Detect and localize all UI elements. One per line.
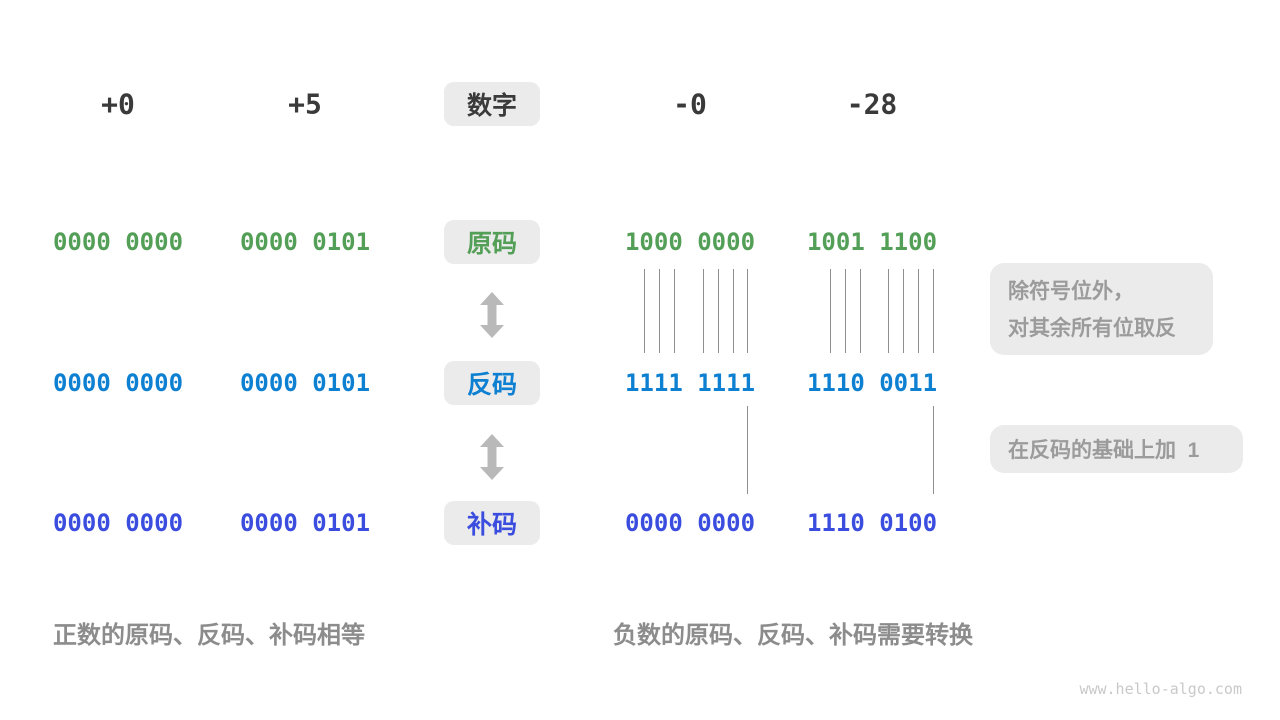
note-add-one: 在反码的基础上加 1 [990,425,1243,473]
bit-connector-line [860,269,861,353]
sign-magnitude-value-plus-five: 0000 0101 [239,228,371,256]
header-number-minus-zero: -0 [673,87,707,121]
bit-connector-line [733,269,734,353]
caption-negative-numbers: 负数的原码、反码、补码需要转换 [613,622,973,649]
bit-connector-line [718,269,719,353]
badge-sign-magnitude: 原码 [444,220,540,264]
up-down-arrow-icon [480,434,504,480]
twos-complement-value-minus-28: 1110 0100 [806,509,938,537]
header-number-minus-28: -28 [846,87,898,121]
note-invert-bits-line1: 除符号位外， [1008,280,1134,303]
twos-complement-value-plus-zero: 0000 0000 [52,509,184,537]
badge-twos-complement: 补码 [444,501,540,545]
bit-connector-line [747,269,748,353]
bit-connector-line [659,269,660,353]
bit-connector-line [918,269,919,353]
bit-connector-line [703,269,704,353]
sign-magnitude-value-minus-28: 1001 1100 [806,228,938,256]
header-number-plus-zero: +0 [101,87,135,121]
bit-connector-line [888,269,889,353]
badge-ones-complement: 反码 [444,361,540,405]
note-invert-bits-line2: 对其余所有位取反 [1008,317,1176,340]
ones-complement-value-plus-five: 0000 0101 [239,369,371,397]
bit-connector-line [644,269,645,353]
twos-complement-value-plus-five: 0000 0101 [239,509,371,537]
bit-connector-line [845,269,846,353]
header-number-plus-five: +5 [288,87,322,121]
bit-connector-line [903,269,904,353]
sign-magnitude-value-minus-zero: 1000 0000 [624,228,756,256]
bit-connector-line [933,406,934,494]
bit-connector-line [830,269,831,353]
up-down-arrow-icon [480,292,504,338]
twos-complement-value-minus-zero: 0000 0000 [624,509,756,537]
bit-connector-line [747,406,748,494]
caption-positive-numbers: 正数的原码、反码、补码相等 [53,622,365,649]
ones-complement-value-minus-zero: 1111 1111 [624,369,756,397]
watermark-url: www.hello-algo.com [1079,680,1242,698]
header-badge-number: 数字 [444,82,540,126]
bit-connector-line [933,269,934,353]
bit-connector-line [674,269,675,353]
ones-complement-value-plus-zero: 0000 0000 [52,369,184,397]
ones-complement-value-minus-28: 1110 0011 [806,369,938,397]
note-invert-bits: 除符号位外， 对其余所有位取反 [990,263,1213,355]
sign-magnitude-value-plus-zero: 0000 0000 [52,228,184,256]
